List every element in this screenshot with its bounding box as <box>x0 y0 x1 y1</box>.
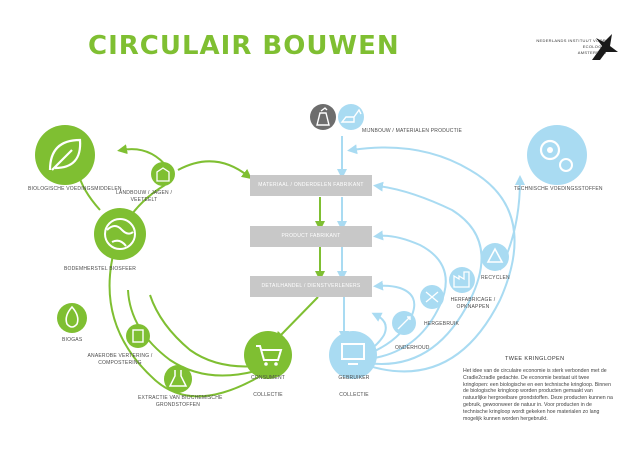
biogas-label: BIOGAS <box>62 337 83 343</box>
agriculture-label-line-2: VEETEELT <box>130 196 158 203</box>
refurbish-icon <box>420 285 444 309</box>
sidebar-paragraph: Het idee van de circulaire economie is s… <box>463 368 613 422</box>
brand-line-1: NEDERLANDS INSTITUUT VOOR <box>536 38 606 43</box>
retail-label: DETAILHANDEL / DIENSTVERLENERS <box>261 283 361 289</box>
page-title: CIRCULAIR BOUWEN <box>88 31 400 61</box>
bio-collection-label: COLLECTIE <box>253 392 283 398</box>
leaf-icon <box>35 125 95 185</box>
mining-label: MIJNBOUW / MATERIALEN PRODUCTIE <box>362 128 463 134</box>
digestion-label-line-2: COMPOSTERING <box>98 359 142 366</box>
consumer-label: CONSUMENT <box>250 375 286 381</box>
reuse-icon <box>392 311 416 335</box>
excavator-icon <box>338 104 364 130</box>
refurbish-label-line-2: OPKNAPPEN <box>456 303 490 310</box>
flame-icon <box>57 303 87 333</box>
farm-icon <box>151 162 175 186</box>
mining-icon <box>310 104 336 130</box>
reuse-label: HERGEBRUIK <box>424 321 460 327</box>
brand-line-3: AMSTERDAM <box>577 50 606 55</box>
brand-logo-icon <box>592 34 618 60</box>
refurbish-label-line-1: HERFABRICAGE / <box>450 297 496 303</box>
shopping-cart-icon <box>244 331 292 379</box>
biological-nutrients-label: BIOLOGISCHE VOEDINGSMIDDELEN <box>28 186 122 192</box>
soil-restoration-label: BODEMHERSTEL BIOSFEER <box>64 266 137 272</box>
refurbish-label: HERFABRICAGE / OPKNAPPEN <box>446 297 500 310</box>
technical-nutrients-label: TECHNISCHE VOEDINGSSTOFFEN <box>514 186 603 192</box>
gears-icon <box>527 125 587 185</box>
retail-box <box>250 276 372 297</box>
extraction-label: EXTRACTIE VAN BIOCHEMISCHE GRONDSTOFFEN <box>138 395 223 408</box>
maintenance-label: ONDERHOUD <box>395 345 430 351</box>
agriculture-label-line-1: LANDBOUW / JAGEN / <box>115 190 173 196</box>
recycling-label: RECYCLEN <box>481 275 510 281</box>
globe-icon <box>94 208 146 260</box>
sidebar-heading: TWEE KRINGLOPEN <box>505 356 565 362</box>
main-flow-arrows <box>274 136 349 342</box>
brand-line-2: ECOLOGIE <box>582 44 606 49</box>
material-factory-label: MATERIAAL / ONDERDELEN FABRIKANT <box>258 182 364 188</box>
monitor-icon <box>329 331 377 379</box>
user-label: GEBRUIKER <box>338 375 370 381</box>
compost-icon <box>126 324 150 348</box>
recycle-icon <box>481 243 509 271</box>
product-factory-label: PRODUCT FABRIKANT <box>281 233 341 239</box>
factory-icon <box>449 267 475 293</box>
agriculture-label: LANDBOUW / JAGEN / VEETEELT <box>112 190 176 203</box>
digestion-label-line-1: ANAEROBE VERTERING / <box>87 353 153 359</box>
tech-collection-label: COLLECTIE <box>339 392 369 398</box>
extraction-label-line-2: GRONDSTOFFEN <box>155 401 201 408</box>
extraction-label-line-1: EXTRACTIE VAN BIOCHEMISCHE <box>138 395 223 401</box>
product-factory-box <box>250 226 372 247</box>
brand-lockup: NEDERLANDS INSTITUUT VOOR ECOLOGIE AMSTE… <box>536 38 606 56</box>
material-factory-box <box>250 175 372 196</box>
digestion-label: ANAEROBE VERTERING / COMPOSTERING <box>82 353 158 366</box>
flask-icon <box>164 365 192 393</box>
